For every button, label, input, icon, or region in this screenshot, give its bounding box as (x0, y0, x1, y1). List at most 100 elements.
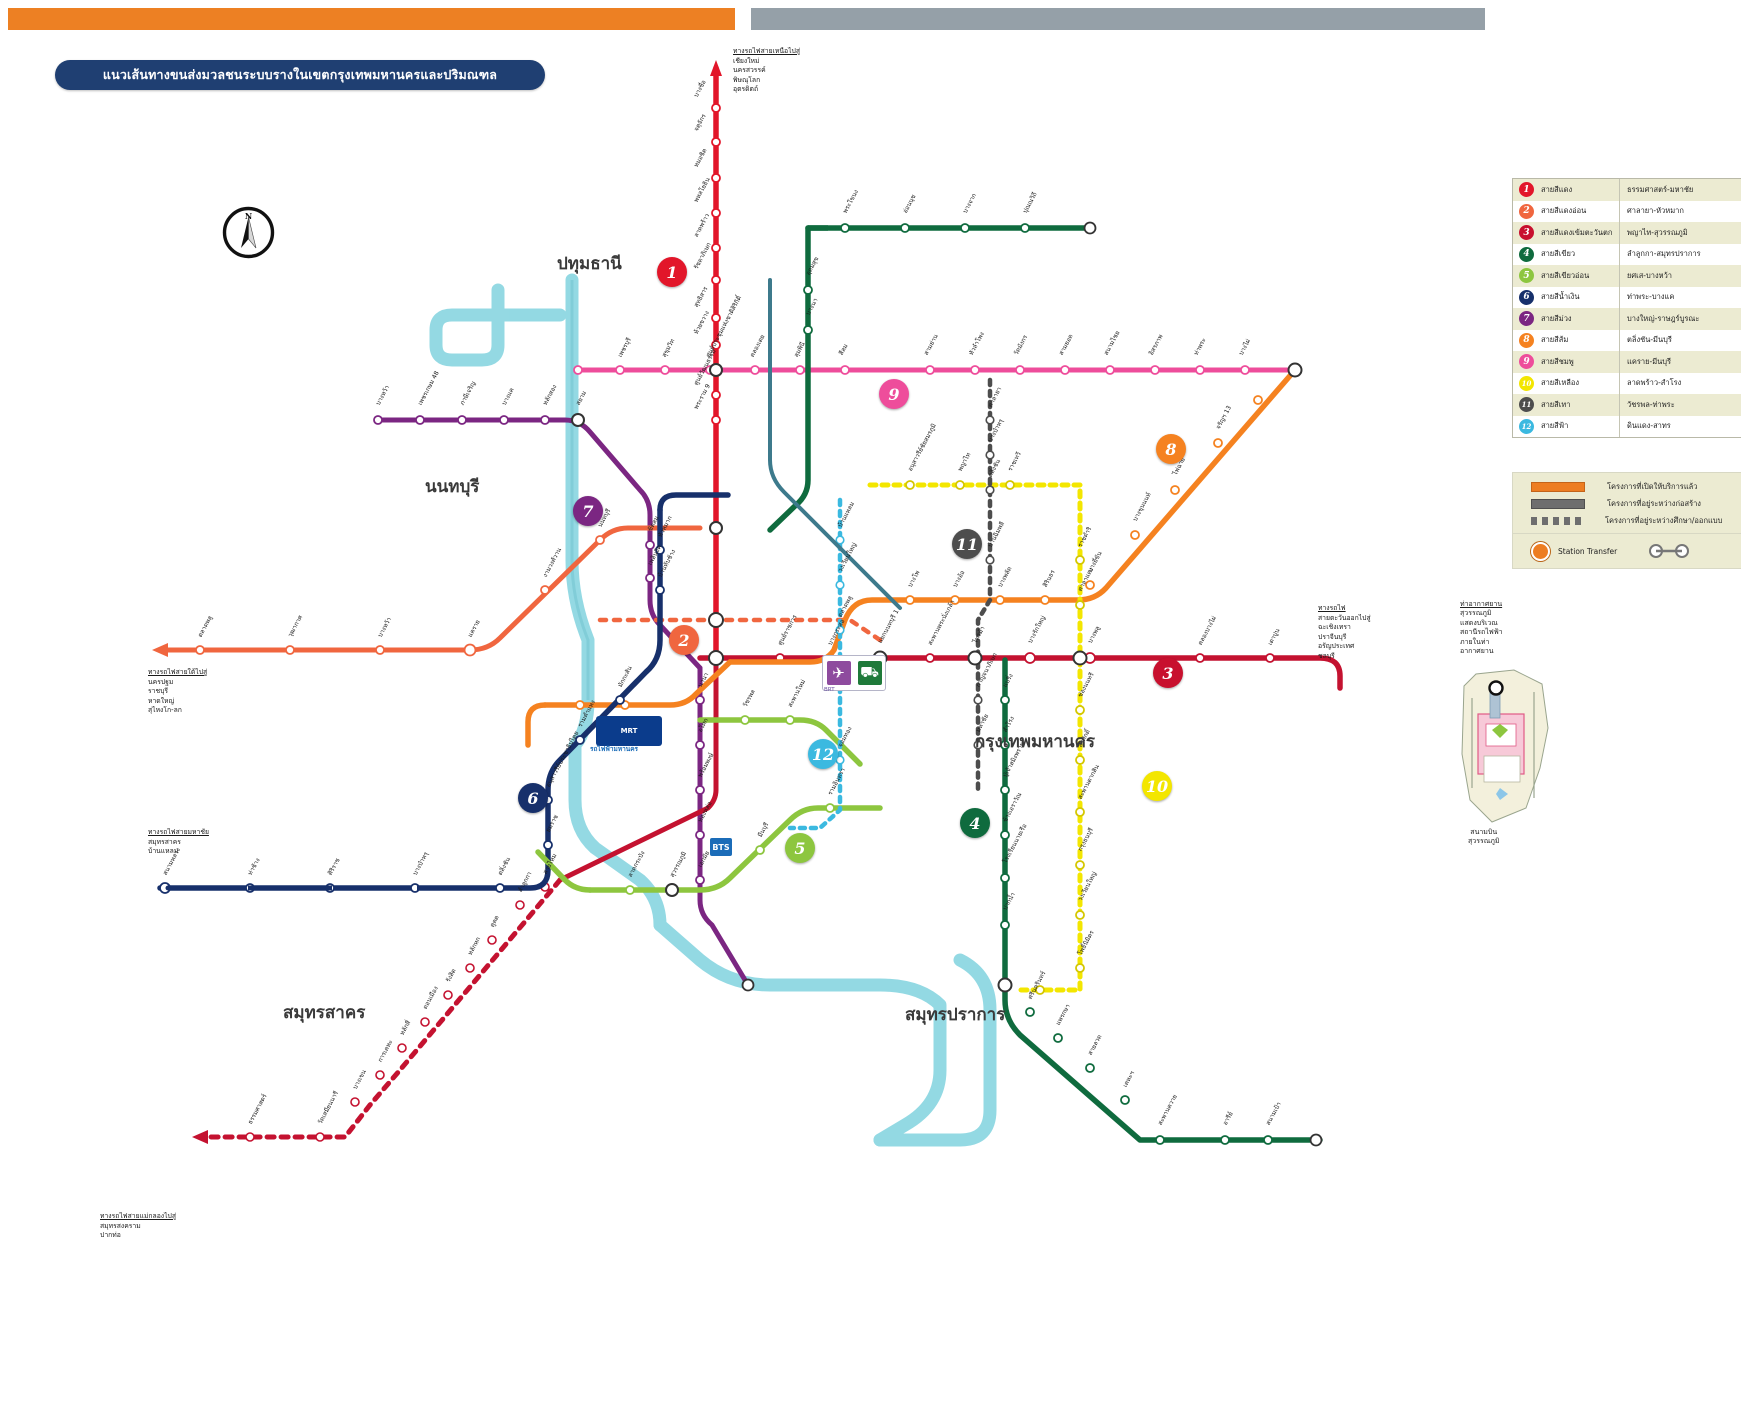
page-title: แนวเส้นทางขนส่งมวลชนระบบรางในเขตกรุงเทพม… (55, 60, 545, 90)
line-1-stations (711, 103, 721, 425)
legend-row[interactable]: 7 สายสีม่วง บางใหญ่-ราษฎร์บูรณะ (1513, 308, 1741, 330)
legend-divider (1619, 415, 1620, 437)
line-2-stations (195, 535, 605, 657)
legend-desc-9: แคราย-มีนบุรี (1627, 356, 1672, 366)
legend-desc-10: ลาดพร้าว-สำโรง (1627, 378, 1682, 388)
compass-rose: N (221, 205, 276, 260)
inset-caption: สนามบินสุวรรณภูมิ (1468, 828, 1500, 846)
legend-name-6: สายสีน้ำเงิน (1541, 292, 1580, 302)
legend-lines: 1 สายสีแดง ธรรมศาสตร์-มหาชัย 2 สายสีแดงอ… (1512, 178, 1741, 438)
legend-name-1: สายสีแดง (1541, 184, 1573, 194)
line-badge-4[interactable]: 4 (960, 808, 990, 838)
swatch-operational (1531, 481, 1585, 492)
legend-divider (1619, 394, 1620, 416)
line-badge-7[interactable]: 7 (573, 496, 603, 526)
airport-rail-link (768, 278, 902, 610)
line-2-lightred-solid (157, 525, 703, 653)
province-label-pathum-thani: ปทุมธานี (557, 254, 622, 274)
line-2-west-arrow (152, 643, 168, 657)
province-label-bangkok: กรุงเทพมหานคร (975, 732, 1096, 752)
legend-desc-2: ศาลายา-หัวหมาก (1627, 206, 1684, 216)
station-transfer-icon (1531, 541, 1550, 561)
note-east-railway: ทางรถไฟสายตะวันออกไปสู่ฉะเชิงเทราปราจีนบ… (1318, 604, 1371, 660)
legend-dot-11: 11 (1519, 397, 1534, 413)
line-badge-5[interactable]: 5 (785, 833, 815, 863)
legend-name-3: สายสีแดงเข้มตะวันตก (1541, 227, 1613, 237)
legend-divider (1619, 372, 1620, 394)
legend-row[interactable]: 6 สายสีน้ำเงิน ท่าพระ-บางแค (1513, 286, 1741, 308)
legend-dot-2: 2 (1519, 203, 1534, 219)
legend-transfer-label: Station Transfer (1558, 546, 1618, 556)
legend-divider (1619, 351, 1620, 373)
legend-desc-7: บางใหญ่-ราษฎร์บูรณะ (1627, 313, 1700, 323)
line-badge-8[interactable]: 8 (1156, 434, 1186, 464)
line-badge-12[interactable]: 12 (808, 739, 838, 769)
line-3-darkred (697, 655, 1343, 691)
line-badge-2[interactable]: 2 (669, 625, 699, 655)
swatch-planned (1531, 516, 1583, 525)
legend-dot-7: 7 (1519, 311, 1534, 327)
legend-divider (1619, 286, 1620, 308)
legend-divider (1619, 200, 1620, 222)
legend-dot-10: 10 (1519, 375, 1534, 391)
legend-row[interactable]: 2 สายสีแดงอ่อน ศาลายา-หัวหมาก (1513, 200, 1741, 222)
legend-name-4: สายสีเขียว (1541, 249, 1576, 259)
legend-row[interactable]: 9 สายสีชมพู แคราย-มีนบุรี (1513, 351, 1741, 373)
line-7-stations (373, 415, 755, 992)
legend-row[interactable]: 1 สายสีแดง ธรรมศาสตร์-มหาชัย (1513, 179, 1741, 201)
legend-name-2: สายสีแดงอ่อน (1541, 206, 1587, 216)
legend-dot-6: 6 (1519, 289, 1534, 305)
mrt-caption: รถไฟฟ้ามหานคร (590, 745, 639, 753)
legend-dot-12: 12 (1519, 418, 1534, 434)
province-label-samut-sakhon: สมุทรสาคร (283, 1003, 366, 1023)
line-badge-3[interactable]: 3 (1153, 658, 1183, 688)
legend-row[interactable]: 3 สายสีแดงเข้มตะวันตก พญาไท-สุวรรณภูมิ (1513, 222, 1741, 244)
legend-desc-12: ดินแดง-สาทร (1627, 421, 1671, 431)
line-badge-11[interactable]: 11 (952, 529, 982, 559)
header-bar-orange (8, 8, 735, 30)
legend-desc-3: พญาไท-สุวรรณภูมิ (1627, 227, 1688, 237)
line-badge-6[interactable]: 6 (518, 783, 548, 813)
legend-status-row: โครงการที่อยู่ระหว่างศึกษา/ออกแบบ (1513, 512, 1741, 529)
note-south-railway: ทางรถไฟสายใต้ไปสู่นครปฐมราชบุรีหาดใหญ่สุ… (148, 668, 208, 715)
legend-dot-8: 8 (1519, 332, 1534, 348)
swatch-under-construction (1531, 498, 1585, 509)
header-bar-gray (751, 8, 1485, 30)
legend-row[interactable]: 12 สายสีฟ้า ดินแดง-สาทร (1513, 415, 1741, 437)
line-10-yellow (867, 482, 1083, 993)
line-8-orange (525, 367, 1298, 748)
legend-dot-1: 1 (1519, 182, 1534, 198)
legend-dot-4: 4 (1519, 246, 1534, 262)
legend-row[interactable]: 10 สายสีเหลือง ลาดพร้าว-สำโรง (1513, 372, 1741, 394)
legend-row[interactable]: 5 สายสีเขียวอ่อน ยศเส-บางหว้า (1513, 265, 1741, 287)
line-1-red-southwest (557, 657, 719, 883)
province-label-samut-prakan: สมุทรปราการ (905, 1005, 1006, 1025)
legend-desc-6: ท่าพระ-บางแค (1627, 292, 1675, 302)
line-badge-1[interactable]: 1 (657, 257, 687, 287)
legend-divider (1619, 179, 1620, 201)
legend-desc-11: วัชรพล-ท่าพระ (1627, 399, 1675, 409)
legend-name-12: สายสีฟ้า (1541, 421, 1569, 431)
line-11-stations (973, 415, 995, 750)
airport-icon: ✈ (826, 661, 851, 685)
legend-row[interactable]: 4 สายสีเขียว ลำลูกกา-สมุทรปราการ (1513, 243, 1741, 265)
legend-row[interactable]: 8 สายสีส้ม ตลิ่งชัน-มีนบุรี (1513, 329, 1741, 351)
suvarnabhumi-airport-inset (1456, 668, 1554, 826)
legend-status-text-0: โครงการที่เปิดให้บริการแล้ว (1607, 481, 1698, 491)
line-badge-10[interactable]: 10 (1142, 771, 1172, 801)
inset-title: ท่าอากาศยาน สุวรรณภูมิ แสดงบริเวณ สถานีร… (1460, 600, 1503, 656)
legend-dot-3: 3 (1519, 225, 1534, 241)
line-badge-9[interactable]: 9 (879, 379, 909, 409)
transfer-link-icon (1649, 544, 1690, 558)
note-maeklong-railway: ทางรถไฟสายแม่กลองไปสู่สมุทรสงครามปากท่อ (100, 1212, 176, 1240)
bus-terminal-icon: ⛟ (857, 661, 882, 685)
legend-desc-1: ธรรมศาสตร์-มหาชัย (1627, 184, 1694, 194)
mrt-logo: MRT (596, 716, 662, 746)
legend-row[interactable]: 11 สายสีเทา วัชรพล-ท่าพระ (1513, 394, 1741, 416)
legend-name-10: สายสีเหลือง (1541, 378, 1580, 388)
line-8-stations (575, 395, 1263, 710)
line-2-lightred (597, 617, 883, 643)
line-6-blue (157, 492, 731, 891)
